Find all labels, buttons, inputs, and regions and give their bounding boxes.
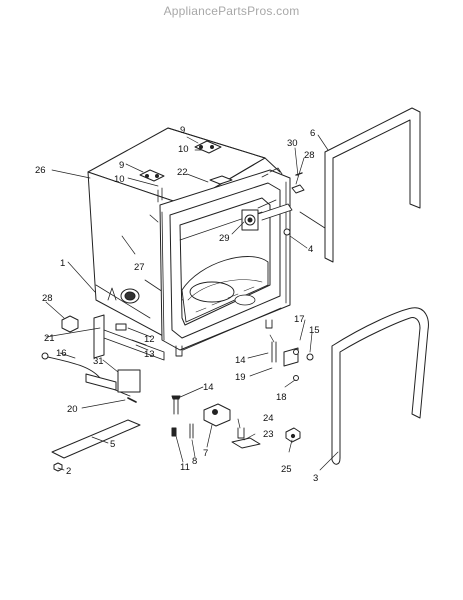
callout-4: 4 (308, 244, 313, 255)
callout-16: 16 (56, 348, 67, 359)
callout-15: 15 (309, 325, 320, 336)
callout-23: 23 (263, 429, 274, 440)
callout-22: 22 (177, 167, 188, 178)
callout-13: 13 (144, 349, 155, 360)
callout-29: 29 (219, 233, 230, 244)
callout-30: 30 (287, 138, 298, 149)
tub-seal (331, 307, 429, 465)
callout-28-left: 28 (42, 293, 53, 304)
vent-assembly (241, 172, 329, 236)
center-bottom-parts (171, 395, 301, 449)
callout-17: 17 (294, 314, 305, 325)
top-brackets (139, 140, 233, 203)
callout-12: 12 (144, 334, 155, 345)
callout-10-lower: 10 (114, 174, 125, 185)
callout-27: 27 (134, 262, 145, 273)
callout-3: 3 (313, 473, 318, 484)
callout-5: 5 (110, 439, 115, 450)
callout-10-upper: 10 (178, 144, 189, 155)
callout-14-center: 14 (203, 382, 214, 393)
callout-1: 1 (60, 258, 65, 269)
callout-6: 6 (310, 128, 315, 139)
callout-9-lower: 9 (119, 160, 124, 171)
callout-11: 11 (180, 462, 190, 473)
callout-14-right: 14 (235, 355, 246, 366)
callouts: 1 2 3 4 5 6 7 8 9 9 10 10 11 12 13 14 14… (35, 125, 320, 484)
callout-21: 21 (44, 333, 55, 344)
callout-26: 26 (35, 165, 46, 176)
leader-lines (45, 134, 339, 471)
callout-20: 20 (67, 404, 78, 415)
right-middle-parts (271, 341, 314, 381)
lower-left-parts (41, 314, 165, 472)
callout-24: 24 (263, 413, 274, 424)
door-gasket (324, 107, 421, 263)
callout-9-upper: 9 (180, 125, 185, 136)
callout-7: 7 (203, 448, 208, 459)
callout-31: 31 (93, 356, 104, 367)
callout-28-right: 28 (304, 150, 315, 161)
callout-25: 25 (281, 464, 292, 475)
callout-2: 2 (66, 466, 71, 477)
callout-19: 19 (235, 372, 246, 383)
callout-18: 18 (276, 392, 287, 403)
callout-8: 8 (192, 456, 197, 467)
watermark: AppliancePartsPros.com (163, 4, 300, 18)
